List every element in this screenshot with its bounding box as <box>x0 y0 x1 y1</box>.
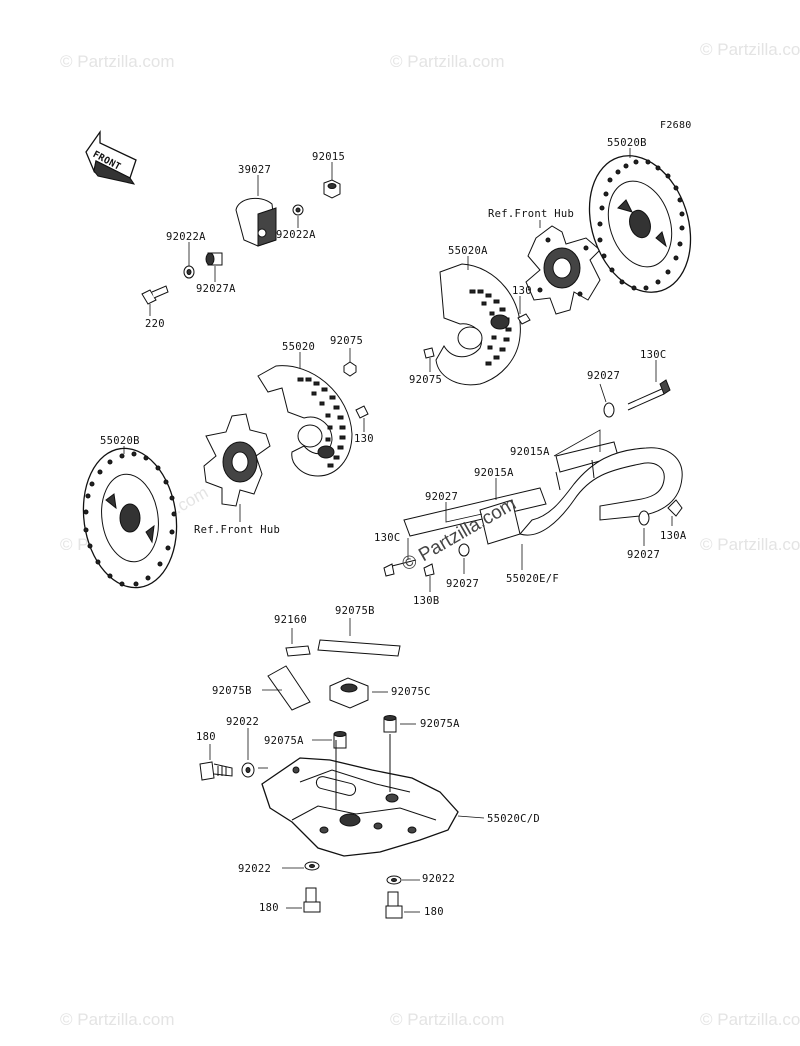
bolt-180 <box>199 761 233 781</box>
part-label: 92022 <box>226 716 260 728</box>
nut-92075 <box>423 347 435 359</box>
pad-92160 <box>285 645 311 657</box>
collar-92027A <box>205 252 223 266</box>
part-label: 92015 <box>312 151 346 163</box>
nut-92075 <box>343 361 357 377</box>
watermark: © Partzilla.com <box>390 1010 505 1029</box>
watermark: © Partzilla.com <box>390 52 505 71</box>
part-label: Ref.Front Hub <box>488 208 575 220</box>
part-label: 130A <box>660 530 687 542</box>
watermark: © Partzilla.com <box>60 52 175 71</box>
front-hub-left <box>203 413 271 507</box>
brake-disc-55020B-left <box>82 447 178 589</box>
part-label: 130B <box>413 595 440 607</box>
bolt-130B <box>423 563 435 577</box>
front-arrow-icon <box>85 129 137 185</box>
watermark: © Partzilla.com <box>700 535 800 554</box>
collar-92027 <box>458 543 470 557</box>
guard-disc-55020 <box>257 365 353 477</box>
part-label: 130 <box>354 433 374 445</box>
part-label: 55020A <box>448 245 488 257</box>
rubber-pad-92075A <box>383 715 397 733</box>
rubber-block-92075C <box>329 677 369 709</box>
part-label: 130C <box>374 532 401 544</box>
strip-92075B <box>317 639 401 657</box>
watermark: © Partzilla.com <box>700 40 800 59</box>
part-label: 92027 <box>587 370 621 382</box>
block-39027 <box>235 197 277 247</box>
part-label: 220 <box>145 318 165 330</box>
part-label: 92022A <box>276 229 316 241</box>
diagram-code: F2680 <box>660 120 692 131</box>
bolt-130C <box>627 387 665 411</box>
part-label: 92027 <box>627 549 661 561</box>
part-label: 92015A <box>510 446 550 458</box>
part-label: 92075B <box>212 685 252 697</box>
leader-lines <box>123 148 673 913</box>
part-label: 92022A <box>166 231 206 243</box>
guard-disc-55020A <box>435 263 521 386</box>
skid-plate-55020CD <box>261 734 459 857</box>
bolt-180 <box>303 887 321 913</box>
part-label: 55020B <box>100 435 140 447</box>
part-label: 92027A <box>196 283 236 295</box>
watermark: © Partzilla.com <box>700 1010 800 1029</box>
part-label: 55020C/D <box>487 813 540 825</box>
front-hub-top <box>525 225 601 315</box>
bolt-130A <box>667 499 683 517</box>
part-label: 92075A <box>264 735 304 747</box>
part-label: 55020B <box>607 137 647 149</box>
part-label: 55020 <box>282 341 316 353</box>
part-label: 92075C <box>391 686 431 698</box>
part-label: 180 <box>424 906 444 918</box>
watermark: © Partzilla.com <box>60 1010 175 1029</box>
part-label: 92027 <box>425 491 459 503</box>
part-label: 180 <box>196 731 216 743</box>
part-label: 92015A <box>474 467 514 479</box>
part-label: 92022 <box>238 863 272 875</box>
part-label: 92075A <box>420 718 460 730</box>
bolt-180 <box>385 891 403 919</box>
bolt-220 <box>141 285 169 305</box>
rubber-pad-92075A <box>333 731 347 749</box>
bolt-130C <box>383 563 395 577</box>
part-label: Ref.Front Hub <box>194 524 281 536</box>
strip-92075B <box>267 665 311 711</box>
part-label: 180 <box>259 902 279 914</box>
collar-92027 <box>638 510 650 526</box>
part-label: 39027 <box>238 164 272 176</box>
nut-92015 <box>323 179 341 199</box>
part-label: 92075 <box>409 374 443 386</box>
part-label: 130 <box>512 285 532 297</box>
brake-disc-55020B-top <box>588 155 692 293</box>
part-label: 92022 <box>422 873 456 885</box>
part-label: 92075 <box>330 335 364 347</box>
part-label: 130C <box>640 349 667 361</box>
bolt-130 <box>355 405 369 419</box>
bolt-130 <box>517 313 531 325</box>
part-label: 92027 <box>446 578 480 590</box>
collar-92027 <box>603 402 615 418</box>
part-label: 92075B <box>335 605 375 617</box>
part-label: 55020E/F <box>506 573 559 585</box>
part-label: 92160 <box>274 614 308 626</box>
